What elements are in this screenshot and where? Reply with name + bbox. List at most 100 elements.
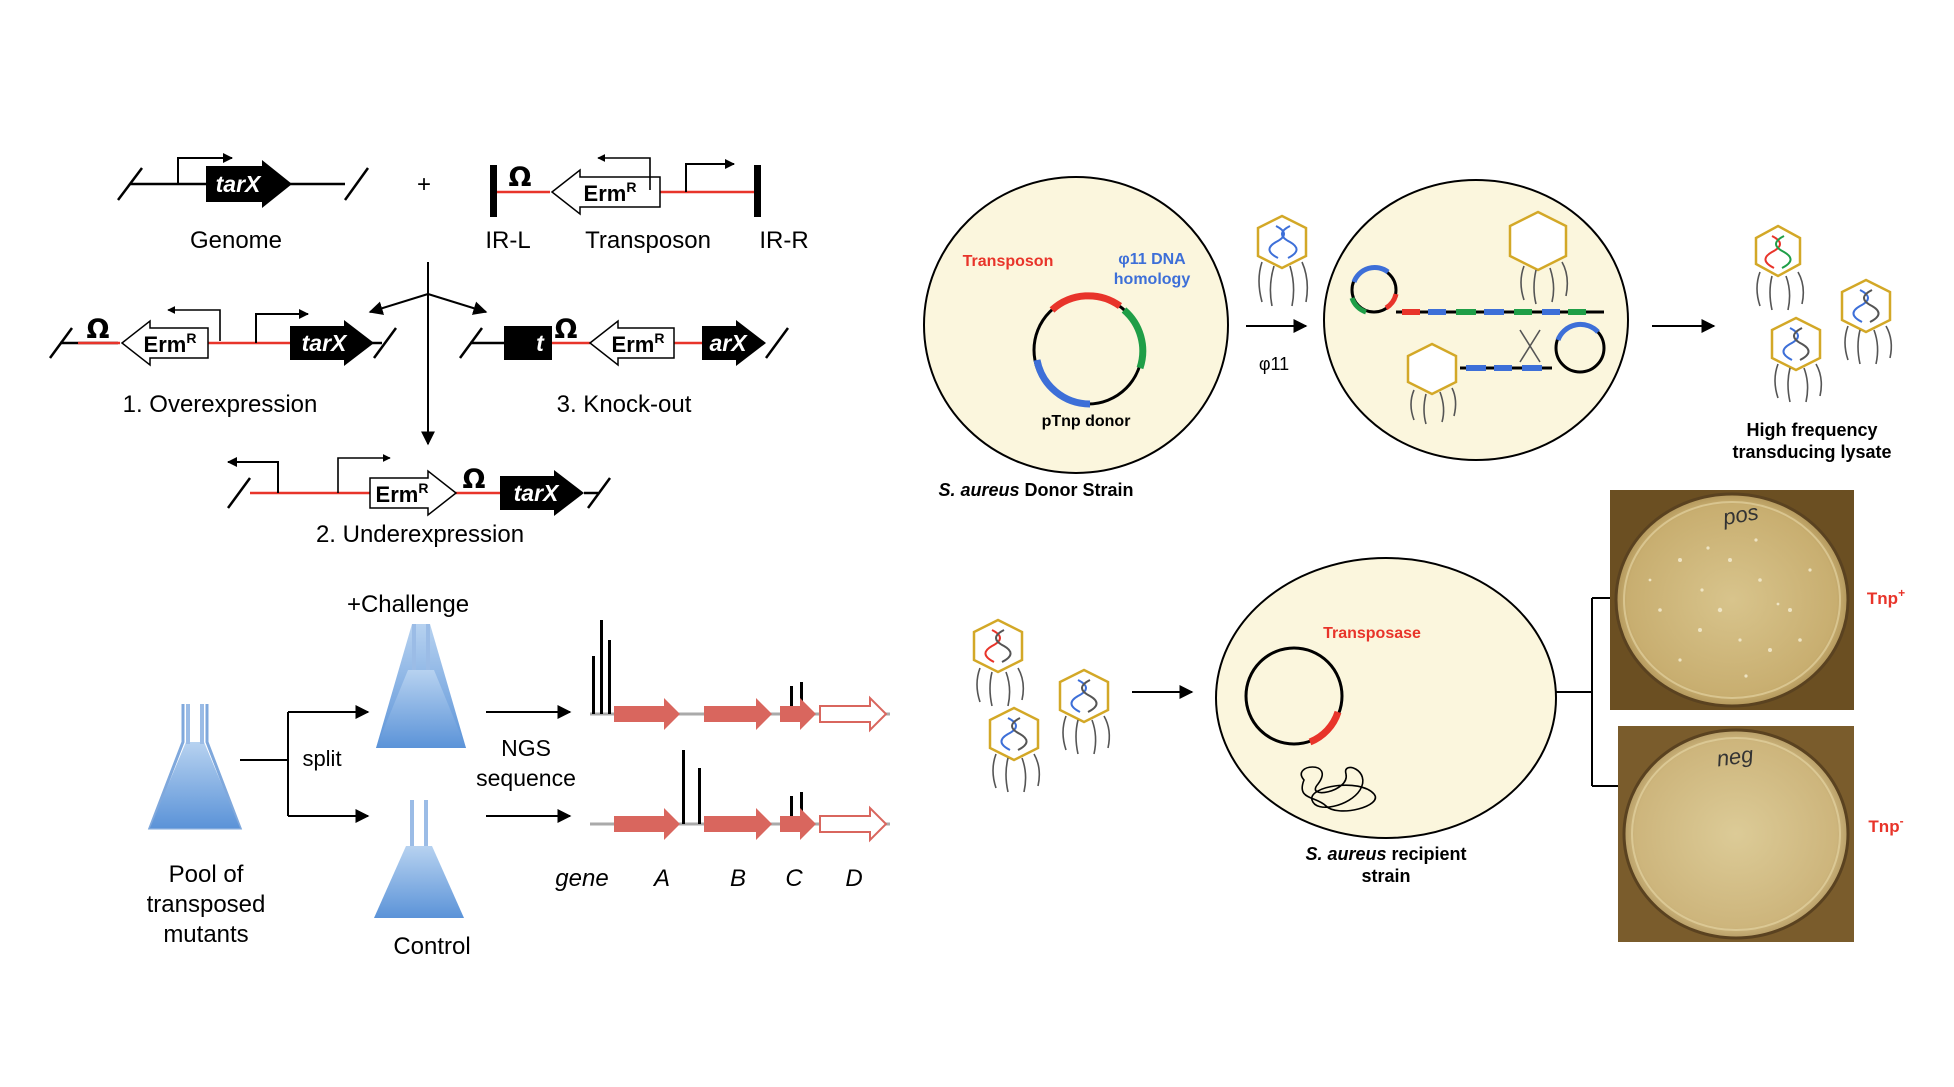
gene-c-arrow bbox=[780, 808, 816, 840]
gene-a-arrow bbox=[614, 808, 680, 840]
gene-b-arrow bbox=[704, 698, 772, 730]
control-read-track bbox=[590, 750, 890, 843]
ermr-label: ErmR bbox=[584, 179, 637, 206]
recipient-plasmid bbox=[1244, 646, 1344, 746]
omega-symbol: Ω bbox=[555, 314, 578, 345]
omega-symbol: Ω bbox=[87, 314, 110, 345]
panel-transposon-constructs: tarX Genome + Ω ErmR IR-L Transposon IR-… bbox=[48, 153, 809, 548]
recipient-cell bbox=[1215, 557, 1557, 839]
insertion-peak bbox=[790, 796, 793, 824]
ermr-label: ErmR bbox=[144, 330, 197, 357]
knockout-construct: t Ω ErmR arX 3. Knock-out bbox=[458, 314, 790, 418]
pool-label-line3: mutants bbox=[163, 921, 248, 948]
tarx-gene-label: tarX bbox=[514, 480, 560, 506]
ngs-label-line1: NGS bbox=[501, 735, 551, 761]
insertion-peak bbox=[608, 640, 611, 714]
insertion-peak bbox=[600, 620, 603, 714]
plate-tnp-positive: pos bbox=[1610, 490, 1854, 710]
colonies bbox=[1648, 538, 1812, 678]
gene-axis-label: gene bbox=[555, 865, 608, 892]
packaging-recombination bbox=[1349, 265, 1606, 374]
ermr-label: ErmR bbox=[376, 480, 429, 507]
gene-a-label: A bbox=[652, 865, 670, 892]
tarx-gene-arrow bbox=[206, 160, 292, 208]
split-arrows bbox=[240, 705, 370, 823]
ermr-cassette-arrow bbox=[120, 319, 209, 367]
insertion-peak bbox=[800, 792, 803, 824]
tarx-gene-label: tarX bbox=[302, 330, 348, 356]
challenge-label: +Challenge bbox=[347, 591, 469, 618]
tarx-left-fragment-label: t bbox=[536, 330, 545, 356]
overexpression-label: 1. Overexpression bbox=[123, 391, 318, 418]
plate-tnp-negative: neg bbox=[1618, 726, 1854, 942]
insertion-peak bbox=[682, 750, 685, 824]
split-label: split bbox=[302, 746, 341, 771]
lysate-label-line2: transducing lysate bbox=[1732, 442, 1891, 462]
donor-cell bbox=[923, 176, 1229, 474]
challenge-flask bbox=[376, 624, 466, 748]
gene-b-label: B bbox=[730, 865, 746, 892]
tarx-right-fragment bbox=[702, 320, 766, 366]
underexpression-construct: ErmR Ω tarX 2. Underexpression bbox=[226, 454, 612, 548]
tarx-right-fragment-label: arX bbox=[709, 330, 748, 356]
ptnp-donor-label: pTnp donor bbox=[1042, 413, 1131, 430]
control-flask bbox=[374, 800, 464, 918]
phage-infecting bbox=[1256, 214, 1309, 307]
gene-d-arrow bbox=[819, 695, 888, 733]
omega-symbol: Ω bbox=[463, 464, 486, 495]
genome-gene-label: tarX bbox=[216, 171, 262, 197]
incoming-phages bbox=[972, 618, 1111, 793]
pool-flask bbox=[147, 704, 243, 830]
insertion-peak bbox=[790, 686, 793, 714]
transposase-label: Transposase bbox=[1323, 625, 1421, 642]
transposon-label: Transposon bbox=[963, 253, 1054, 270]
lysate-label-line1: High frequency bbox=[1746, 420, 1877, 440]
phi-homology-line1: φ11 DNA bbox=[1118, 251, 1186, 268]
ermr-label: ErmR bbox=[612, 330, 665, 357]
phage-inside-cell bbox=[1406, 210, 1569, 425]
ptnp-donor-plasmid bbox=[1032, 292, 1147, 408]
panel-tnseq-workflow: Pool of transposed mutants split +Challe… bbox=[147, 591, 890, 960]
plate-label-pos: pos bbox=[1720, 499, 1760, 530]
donor-strain-label: S. aureus Donor Strain bbox=[938, 480, 1133, 500]
recipient-strain-label-line1: S. aureus recipient bbox=[1305, 844, 1466, 864]
ermr-cassette-arrow bbox=[550, 168, 661, 216]
ir-l-label: IR-L bbox=[485, 227, 530, 254]
genome-construct: tarX Genome bbox=[117, 153, 370, 254]
overexpression-construct: Ω ErmR tarX 1. Overexpression bbox=[48, 306, 398, 418]
ir-r-bar bbox=[754, 165, 761, 217]
gene-c-arrow bbox=[780, 698, 816, 730]
gene-b-arrow bbox=[704, 808, 772, 840]
genome-label: Genome bbox=[190, 227, 282, 254]
ermr-cassette-arrow bbox=[588, 319, 675, 367]
tarx-gene-arrow bbox=[290, 320, 374, 366]
plate-label-neg: neg bbox=[1715, 742, 1756, 772]
recipient-strain-label-line2: strain bbox=[1361, 866, 1410, 886]
plus-sign: + bbox=[417, 171, 431, 198]
transposon-label: Transposon bbox=[585, 227, 711, 254]
panel-recipient-selection: Transposase S. aureus recipient strain p… bbox=[972, 490, 1905, 942]
challenge-read-track bbox=[590, 620, 890, 733]
transposon-construct: Ω ErmR IR-L Transposon IR-R bbox=[485, 154, 809, 254]
gene-c-label: C bbox=[785, 865, 803, 892]
insertion-peak bbox=[698, 768, 701, 824]
phi-homology-line2: homology bbox=[1114, 271, 1191, 288]
pool-label-line2: transposed bbox=[147, 891, 266, 918]
ir-r-label: IR-R bbox=[759, 227, 808, 254]
ermr-cassette-arrow bbox=[369, 469, 458, 517]
tarx-gene-arrow bbox=[500, 470, 584, 516]
ngs-label-line2: sequence bbox=[476, 765, 576, 791]
control-label: Control bbox=[393, 933, 470, 960]
gene-d-arrow bbox=[819, 805, 888, 843]
transducing-phages bbox=[1754, 224, 1893, 403]
insertion-peak bbox=[592, 656, 595, 714]
panel-donor-transduction: Transposon φ11 DNA homology pTnp donor S… bbox=[923, 176, 1893, 500]
gene-d-label: D bbox=[845, 865, 862, 892]
insertion-peak bbox=[800, 682, 803, 714]
knockout-label: 3. Knock-out bbox=[557, 391, 692, 418]
tnp-positive-label: Tnp+ bbox=[1867, 586, 1905, 608]
infected-cell bbox=[1323, 179, 1629, 461]
underexpression-label: 2. Underexpression bbox=[316, 521, 524, 548]
